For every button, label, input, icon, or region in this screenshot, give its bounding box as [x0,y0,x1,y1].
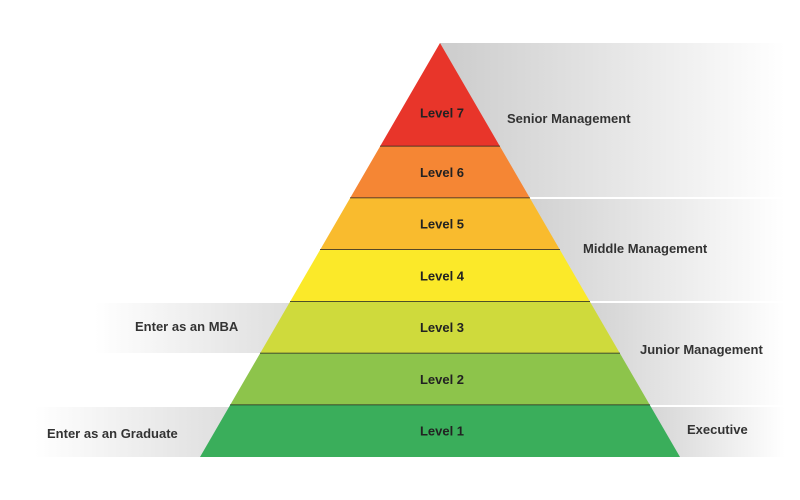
pyramid-level-level-7 [380,43,500,147]
pyramid-level-label: Level 6 [420,165,464,180]
pyramid-level-level-1 [200,405,680,457]
pyramid-level-label: Level 2 [420,372,464,387]
pyramid-level-level-6 [350,146,530,199]
left-bands [35,303,290,457]
pyramid: Level 7 Level 6 Level 5 Level 4 Level 3 Level… [200,43,680,457]
pyramid-level-label: Level 7 [420,106,464,121]
label-middle-management: Middle Management [583,241,708,256]
label-enter-mba: Enter as an MBA [135,319,239,334]
band-enter-graduate [35,407,230,457]
pyramid-level-label: Level 1 [420,424,464,439]
pyramid-level-label: Level 5 [420,217,464,232]
pyramid-level-level-5 [320,198,560,250]
label-executive: Executive [687,422,748,437]
label-enter-graduate: Enter as an Graduate [47,426,178,441]
band-enter-mba [95,303,290,353]
label-senior-management: Senior Management [507,111,631,126]
pyramid-level-level-3 [260,301,620,354]
pyramid-level-level-2 [230,353,650,406]
pyramid-level-label: Level 3 [420,320,464,335]
pyramid-level-level-4 [290,250,590,302]
pyramid-level-label: Level 4 [420,268,465,283]
label-junior-management: Junior Management [640,342,763,357]
